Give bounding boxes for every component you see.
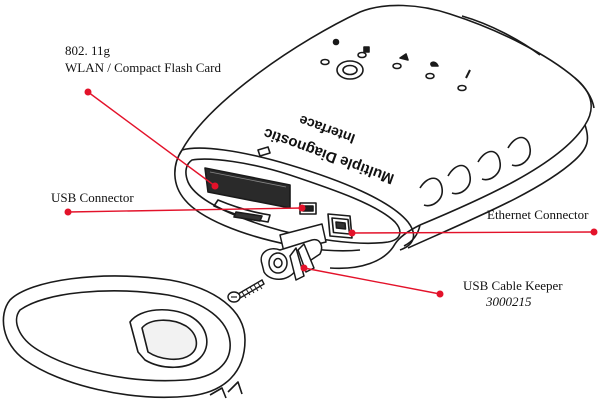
keeper-screw <box>227 279 265 303</box>
leader-keeper <box>300 264 444 298</box>
callout-wlan-line1: 802. 11g <box>65 43 111 58</box>
leader-usb-connector <box>64 204 306 216</box>
callout-usb-cable-keeper: USB Cable Keeper <box>463 278 563 293</box>
device-body <box>174 4 595 270</box>
device-label: Multiple Diagnostic Interface <box>261 112 396 187</box>
leader-lines <box>64 88 598 298</box>
end-cap <box>2 275 246 399</box>
callout-keeper-part-number: 3000215 <box>486 294 532 309</box>
callout-ethernet-connector: Ethernet Connector <box>487 207 589 222</box>
callout-usb-connector: USB Connector <box>51 190 134 205</box>
leader-wlan <box>84 88 219 190</box>
usb-cable-keeper <box>260 223 327 281</box>
callout-wlan-line2: WLAN / Compact Flash Card <box>65 60 221 75</box>
leader-ethernet <box>348 228 598 237</box>
